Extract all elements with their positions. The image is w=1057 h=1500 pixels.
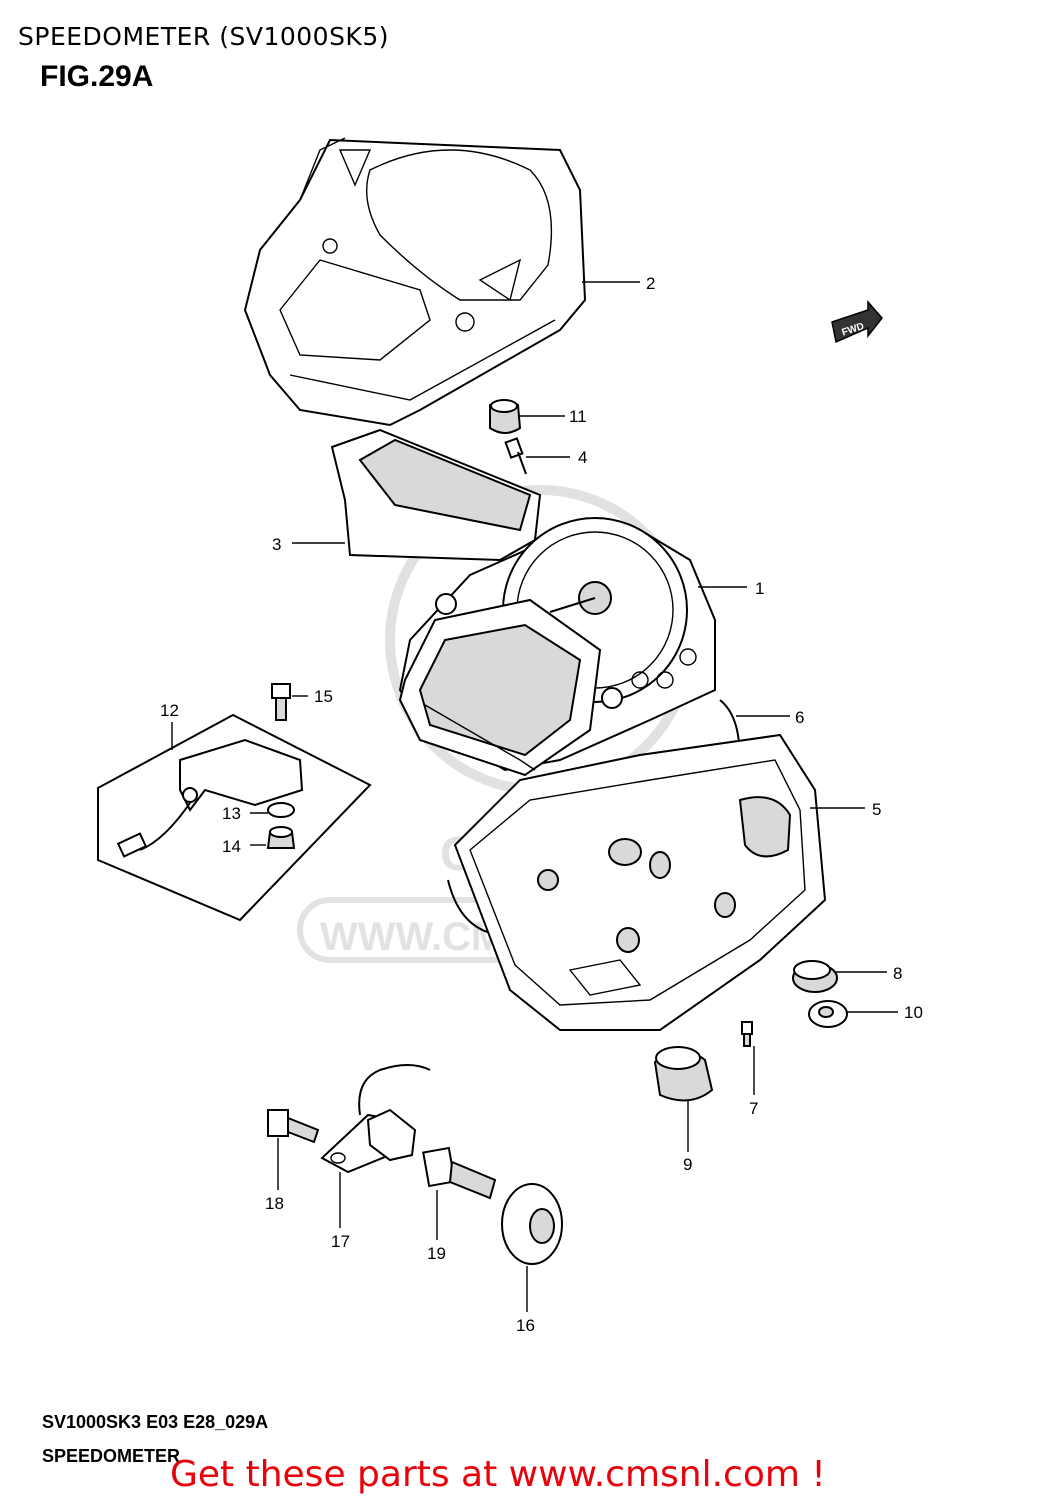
part-label-3: 3 — [272, 535, 281, 554]
diagram-name: SPEEDOMETER — [42, 1446, 181, 1466]
fwd-arrow-icon: FWD — [831, 300, 883, 344]
promo-banner-link[interactable]: Get these parts at www.cmsnl.com ! — [170, 1454, 826, 1495]
part-4-screw[interactable] — [504, 437, 527, 475]
part-label-7: 7 — [749, 1099, 758, 1118]
part-9-cushion[interactable] — [653, 1046, 714, 1102]
part-16-sensor-rotor[interactable] — [501, 1183, 563, 1265]
part-11-grommet[interactable] — [489, 399, 522, 434]
part-1-speedometer-assembly[interactable] — [398, 517, 716, 777]
part-label-8: 8 — [893, 964, 902, 983]
part-label-5: 5 — [872, 800, 881, 819]
part-17-speed-sensor[interactable] — [320, 1064, 431, 1174]
part-label-2: 2 — [646, 274, 655, 293]
part-13-washer[interactable] — [267, 802, 295, 818]
part-3-plate[interactable] — [330, 428, 542, 562]
part-label-12: 12 — [160, 701, 179, 720]
part-2-meter-cover[interactable] — [243, 137, 587, 427]
part-label-13: 13 — [222, 804, 241, 823]
diagram-code: SV1000SK3 E03 E28_029A — [42, 1412, 269, 1432]
part-label-18: 18 — [265, 1194, 284, 1213]
part-7-screw[interactable] — [741, 1021, 753, 1047]
part-label-11: 11 — [569, 407, 587, 426]
page-title: SPEEDOMETER (SV1000SK5) — [18, 22, 389, 51]
part-label-16: 16 — [516, 1316, 535, 1335]
part-label-15: 15 — [314, 687, 333, 706]
part-label-6: 6 — [795, 708, 804, 727]
part-18-bolt[interactable] — [267, 1109, 320, 1144]
part-label-1: 1 — [755, 579, 764, 598]
part-5-lower-case[interactable] — [453, 733, 827, 1031]
part-10-washer[interactable] — [808, 1000, 848, 1028]
part-8-grommet[interactable] — [792, 960, 838, 993]
part-number-labels: 1 2 3 4 5 6 7 8 9 10 11 12 13 14 15 16 1… — [160, 274, 923, 1335]
part-15-bolt[interactable] — [271, 683, 291, 721]
figure-label: FIG.29A — [40, 60, 154, 93]
part-label-10: 10 — [904, 1003, 923, 1022]
part-14-collar[interactable] — [266, 826, 296, 849]
part-19-bolt[interactable] — [422, 1146, 497, 1200]
part-label-19: 19 — [427, 1244, 446, 1263]
part-label-4: 4 — [578, 448, 587, 467]
part-12-sensor-harness-assembly[interactable] — [97, 713, 372, 922]
part-label-14: 14 — [222, 837, 241, 856]
part-label-17: 17 — [331, 1232, 350, 1251]
part-label-9: 9 — [683, 1155, 692, 1174]
leader-lines — [171, 281, 898, 1312]
